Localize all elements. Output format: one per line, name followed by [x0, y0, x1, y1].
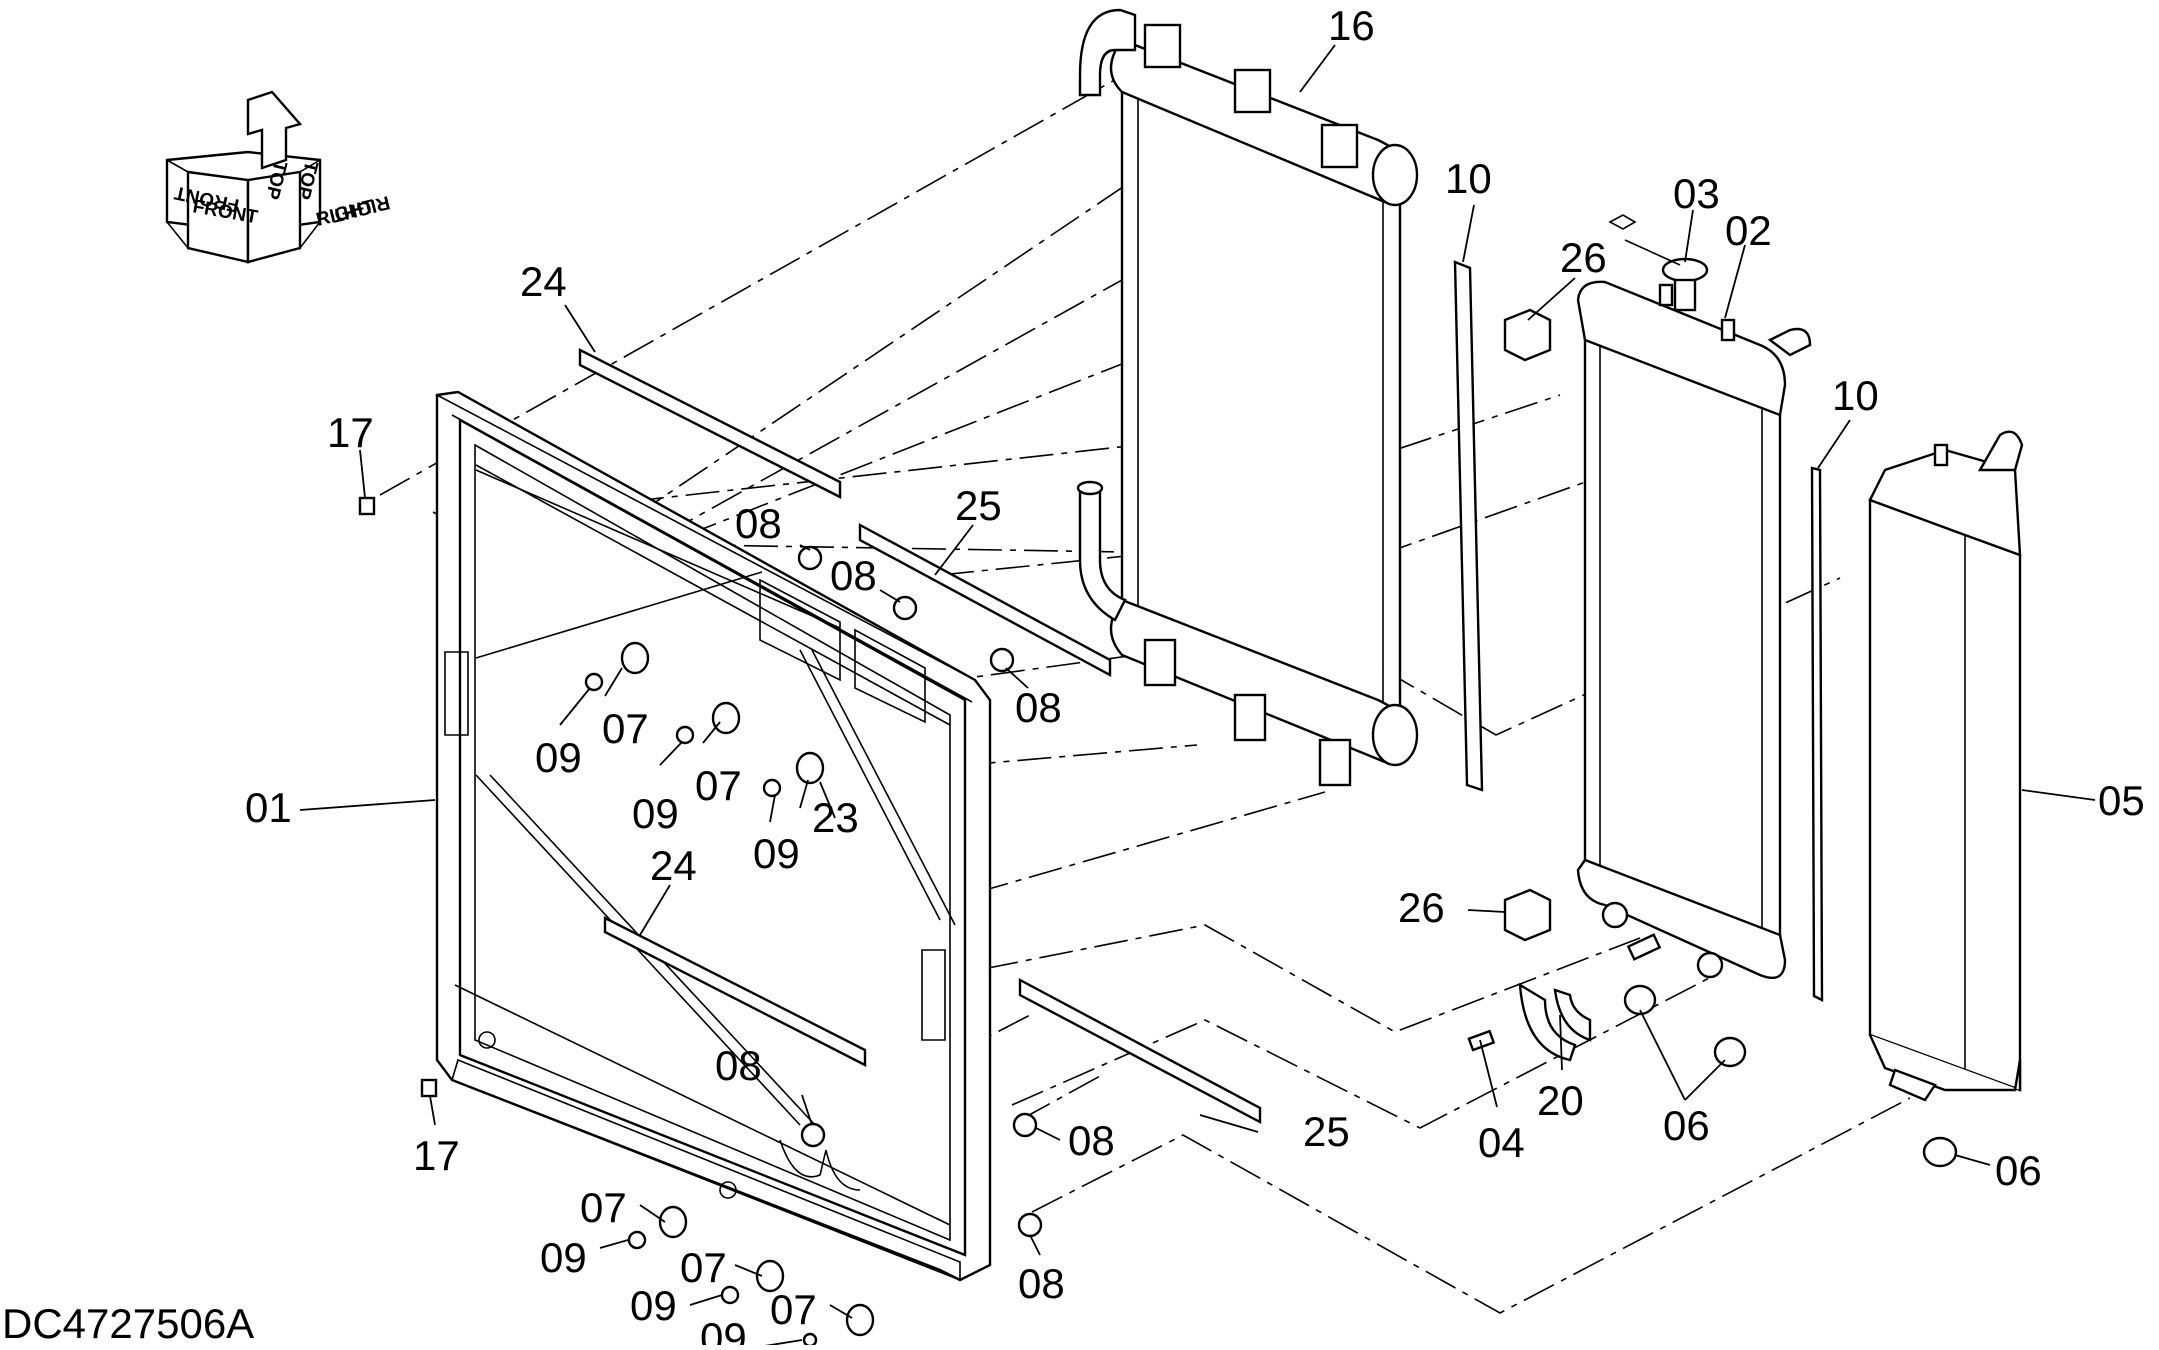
- radiator-cap: [1608, 214, 1709, 312]
- callout-09-b: 09: [632, 790, 679, 837]
- fasteners: [358, 496, 1958, 1348]
- callout-04: 04: [1478, 1119, 1525, 1166]
- callout-07-c: 07: [580, 1184, 627, 1231]
- callout-08-e: 08: [1068, 1117, 1115, 1164]
- callout-26-a: 26: [1560, 234, 1607, 281]
- hose-clamp: [1518, 982, 1592, 1062]
- callout-labels: 01 02 03 04 05 06 06 07 07 07 07 07 08 0…: [245, 2, 2145, 1350]
- callout-01: 01: [245, 784, 292, 831]
- callout-16: 16: [1328, 2, 1375, 49]
- callout-09-e: 09: [630, 1282, 677, 1329]
- callout-09-f: 09: [700, 1314, 747, 1345]
- callout-24-b: 24: [650, 842, 697, 889]
- callout-20: 20: [1537, 1077, 1584, 1124]
- orientation-arrows-icon: FRONT FRONT TOP TOP RIGHT RIGHT: [165, 90, 392, 264]
- callout-10-b: 10: [1832, 372, 1879, 419]
- callout-09-a: 09: [535, 734, 582, 781]
- callout-24-a: 24: [520, 258, 567, 305]
- leader-lines: [299, 44, 2096, 1349]
- callout-02: 02: [1725, 207, 1772, 254]
- oil-cooler: [1576, 280, 1812, 980]
- callout-08-f: 08: [1018, 1260, 1065, 1307]
- callout-08-d: 08: [715, 1042, 762, 1089]
- radiator-core: [1076, 8, 1419, 787]
- callout-07-b: 07: [695, 762, 742, 809]
- callout-07-a: 07: [602, 705, 649, 752]
- callout-08-a: 08: [735, 500, 782, 547]
- callout-05: 05: [2098, 777, 2145, 824]
- callout-07-e: 07: [770, 1286, 817, 1333]
- callout-10-a: 10: [1445, 155, 1492, 202]
- callout-06-a: 06: [1663, 1102, 1710, 1149]
- drain-cock: [1467, 933, 1662, 1052]
- callout-08-c: 08: [1015, 684, 1062, 731]
- callout-09-c: 09: [753, 830, 800, 877]
- callout-08-b: 08: [830, 552, 877, 599]
- callout-17-a: 17: [327, 409, 374, 456]
- callout-25-b: 25: [1303, 1108, 1350, 1155]
- seal-strips: [1453, 260, 1824, 1002]
- rubber-blocks: [1503, 308, 1552, 942]
- callout-26-b: 26: [1398, 884, 1445, 931]
- orientation-right-mirror-label: RIGHT: [329, 191, 392, 226]
- intercooler: [1868, 430, 2024, 1102]
- callout-17-b: 17: [413, 1132, 460, 1179]
- callout-03: 03: [1673, 170, 1720, 217]
- sealing-bars: [578, 348, 1262, 1124]
- callout-06-b: 06: [1995, 1147, 2042, 1194]
- drawing-id: DC4727506A: [2, 1300, 254, 1345]
- callout-23: 23: [812, 794, 859, 841]
- callout-25-a: 25: [955, 482, 1002, 529]
- callout-09-d: 09: [540, 1234, 587, 1281]
- callout-07-d: 07: [680, 1244, 727, 1291]
